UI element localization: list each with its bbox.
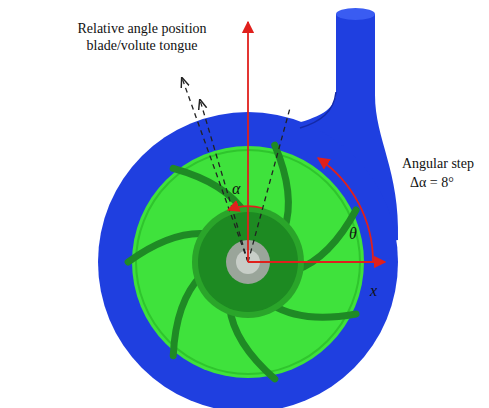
axis-label: x <box>370 282 384 299</box>
axes <box>228 22 385 262</box>
annotation-text: Δα = 8° <box>410 174 486 191</box>
angle-symbol: α <box>232 180 248 197</box>
reference-lines <box>182 78 290 262</box>
annotation-text: Relative angle position blade/volute ton… <box>52 20 232 54</box>
volute-casing <box>98 8 398 408</box>
angle-symbol: θ <box>349 225 365 242</box>
annotation-text: Angular step <box>402 155 486 172</box>
